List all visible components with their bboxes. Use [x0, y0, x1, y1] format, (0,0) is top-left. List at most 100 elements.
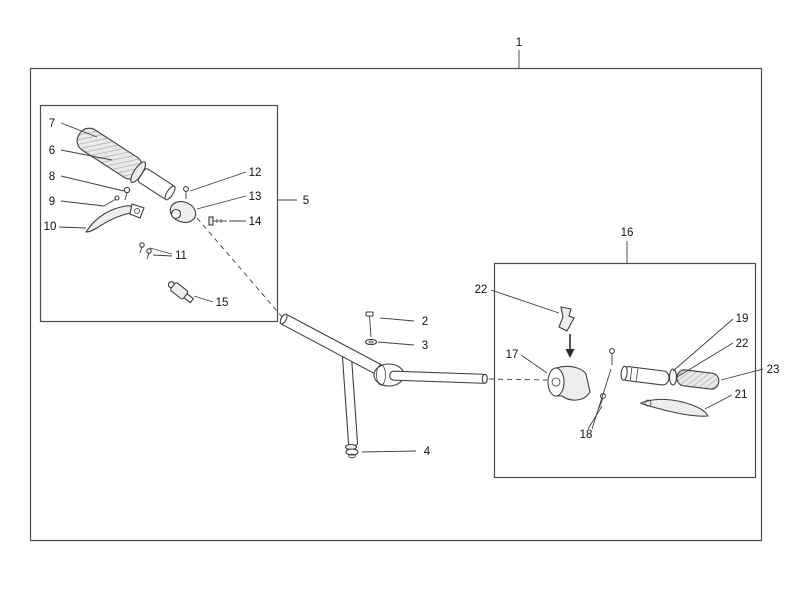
leader-line-12 — [189, 171, 247, 192]
leader-line-23 — [720, 368, 764, 381]
grip-rubber-right — [676, 369, 720, 390]
stem-nut-4 — [345, 448, 359, 456]
part-left-lever — [85, 203, 145, 233]
leader-line-9 — [60, 200, 105, 207]
callout-18: 18 — [580, 429, 593, 441]
leader-line-15 — [193, 295, 214, 303]
inset-right-group: 16 — [475, 227, 780, 479]
arrow-head — [565, 349, 575, 358]
throttle-tube-ridge-a — [629, 368, 633, 381]
inset-left-group: 5 — [39, 104, 309, 323]
clamp-housing-body — [555, 365, 591, 401]
dashed-locator-left — [196, 217, 284, 319]
screw-shaft-8 — [124, 192, 128, 201]
callout-22a: 22 — [475, 284, 488, 296]
callout-8: 8 — [49, 171, 55, 183]
leader-line-7 — [60, 122, 98, 138]
leader-line-19 — [672, 318, 734, 372]
main-border — [29, 67, 763, 542]
part-screws-11 — [139, 242, 152, 260]
dashed-locator-right — [488, 378, 548, 381]
handlebar-right-tube — [389, 370, 488, 384]
part-bracket-22a — [558, 306, 575, 332]
pin-head-9 — [114, 195, 120, 201]
handlebar-left-tube — [280, 314, 391, 379]
handlebar-clamp-edge — [376, 364, 386, 386]
leader-line-2 — [379, 317, 415, 322]
clamp-housing-bore — [551, 377, 561, 387]
part-washer-3 — [364, 338, 378, 346]
callout-14: 14 — [249, 216, 262, 228]
part-screw-12 — [183, 186, 189, 199]
grip-pipe-open-end — [164, 185, 176, 201]
part-right-lever-21 — [639, 398, 709, 417]
callout-1: 1 — [516, 37, 522, 49]
callout-4: 4 — [424, 446, 431, 458]
pin-shaft-9 — [103, 198, 117, 207]
part-right-grip-23 — [676, 369, 720, 390]
callout-2: 2 — [422, 316, 428, 328]
leader-line-21 — [704, 394, 733, 410]
callout-12: 12 — [249, 167, 262, 179]
leader-line-13 — [196, 195, 247, 210]
callout-3: 3 — [422, 340, 428, 352]
stem-nut-washer — [348, 453, 356, 459]
screw-head-8 — [123, 186, 131, 194]
callout-6: 6 — [49, 145, 55, 157]
washer-inner-3 — [368, 340, 374, 344]
callout-23: 23 — [767, 364, 780, 376]
bolt-shaft-2 — [369, 315, 372, 338]
lever-pivot-left — [129, 203, 145, 219]
callout-17: 17 — [506, 349, 519, 361]
callout-22b: 22 — [736, 338, 749, 350]
adjuster-tip-15 — [183, 293, 195, 304]
callout-19: 19 — [736, 313, 749, 325]
screw-shaft-11b — [146, 252, 150, 260]
screw-head-11a — [139, 242, 145, 248]
leader-line-6 — [60, 149, 113, 161]
lever-pivot-hole-left — [134, 208, 140, 214]
screw-head-18a — [609, 348, 615, 354]
throttle-tube-ridge-b — [635, 368, 639, 381]
handlebar-assembly: 2 3 4 — [279, 311, 488, 459]
leader-line-10 — [58, 226, 87, 229]
leader-line-4 — [361, 450, 417, 453]
switch-housing-bore — [170, 208, 182, 220]
screw-head-11b — [146, 248, 152, 254]
callout-7: 7 — [49, 118, 55, 130]
handlebar-right-open-end — [481, 373, 488, 384]
part-adjuster-15 — [167, 281, 195, 304]
callout-15: 15 — [216, 297, 229, 309]
callout-13: 13 — [249, 191, 262, 203]
leader-line-17 — [520, 354, 548, 374]
screw-head-12 — [183, 186, 189, 192]
part-handlebar-left — [279, 313, 391, 379]
callout-10: 10 — [44, 221, 57, 233]
throttle-tube-body — [621, 366, 670, 386]
leader-line-11a — [149, 247, 173, 255]
washer-outer-3 — [364, 338, 378, 346]
leader-line-22a — [490, 289, 560, 314]
screw-shaft-11a — [139, 246, 143, 254]
leader-line-3 — [377, 341, 415, 346]
throttle-tube-open-end — [620, 365, 628, 381]
leader-line-18b — [591, 368, 612, 430]
part-left-grip — [76, 127, 176, 201]
clamp-housing-ring — [547, 367, 565, 397]
part-screw-14 — [208, 216, 227, 226]
leader-line-22b — [676, 342, 734, 378]
leader-line-11b — [152, 254, 173, 257]
callout-9: 9 — [49, 196, 55, 208]
callout-21: 21 — [735, 389, 748, 401]
screw-shaft-18b — [598, 398, 604, 409]
part-switch-housing-13 — [169, 201, 197, 223]
leader-line-18a — [587, 405, 603, 430]
inset-left-border — [39, 104, 279, 323]
part-handlebar-right — [389, 370, 488, 384]
bolt-head-2 — [365, 311, 374, 317]
screw-head-14 — [208, 216, 214, 226]
part-pin-9 — [103, 195, 120, 207]
part-throttle-tube-19 — [620, 365, 670, 386]
